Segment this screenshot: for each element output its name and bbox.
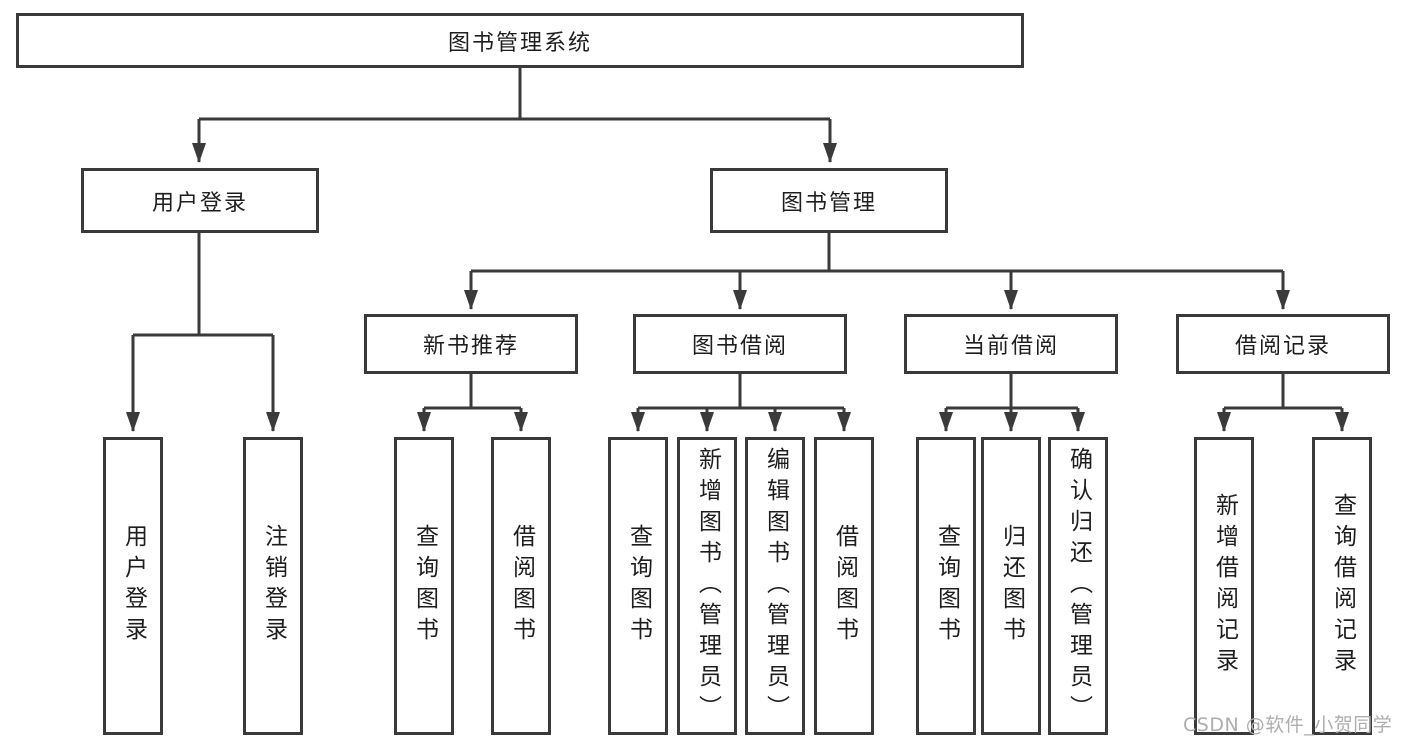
node-label: 图书借阅 — [691, 334, 788, 359]
node-label: 查询借阅记录 — [1329, 493, 1356, 679]
node-book-borrowing: 图书借阅 — [633, 314, 847, 374]
node-root-library-management-system: 图书管理系统 — [16, 13, 1024, 68]
leaf-borrow-books-borrowing: 借阅图书 — [814, 437, 874, 735]
node-label: 查询图书 — [933, 524, 960, 648]
node-book-management: 图书管理 — [710, 168, 948, 233]
node-label: 新增借阅记录 — [1211, 493, 1238, 679]
leaf-logout: 注销登录 — [243, 437, 303, 735]
leaf-add-borrow-record: 新增借阅记录 — [1194, 437, 1254, 735]
node-label: 借阅图书 — [831, 524, 858, 648]
node-label: 借阅图书 — [508, 524, 535, 648]
leaf-query-borrow-record: 查询借阅记录 — [1312, 437, 1372, 735]
node-label: 查询图书 — [625, 524, 652, 648]
node-label: 用户登录 — [120, 524, 147, 648]
node-current-borrowing: 当前借阅 — [904, 314, 1118, 374]
leaf-borrow-books-recommend: 借阅图书 — [491, 437, 551, 735]
node-new-book-recommendation: 新书推荐 — [364, 314, 578, 374]
csdn-watermark: CSDN @软件_小贺同学 — [1183, 714, 1393, 736]
node-label: 借阅记录 — [1234, 334, 1331, 359]
node-label: 当前借阅 — [962, 334, 1059, 359]
node-label: 用户登录 — [151, 190, 248, 216]
leaf-add-books-admin: 新增图书（管理员） — [677, 437, 737, 735]
node-label: 编辑图书（管理员） — [762, 446, 789, 726]
node-label: 新书推荐 — [422, 334, 519, 359]
node-borrowing-records: 借阅记录 — [1176, 314, 1390, 374]
node-label: 查询图书 — [411, 524, 438, 648]
leaf-query-books-recommend: 查询图书 — [394, 437, 454, 735]
leaf-query-books-borrowing: 查询图书 — [608, 437, 668, 735]
node-label: 确认归还（管理员） — [1065, 446, 1092, 726]
leaf-confirm-return-admin: 确认归还（管理员） — [1048, 437, 1108, 735]
leaf-return-books: 归还图书 — [981, 437, 1041, 735]
leaf-edit-books-admin: 编辑图书（管理员） — [745, 437, 805, 735]
leaf-user-login: 用户登录 — [103, 437, 163, 735]
node-user-login: 用户登录 — [81, 168, 319, 233]
node-label: 注销登录 — [260, 524, 287, 648]
leaf-query-books-current: 查询图书 — [916, 437, 976, 735]
node-label: 归还图书 — [998, 524, 1025, 648]
node-label: 图书管理 — [780, 190, 877, 216]
node-label: 图书管理系统 — [447, 30, 592, 56]
node-label: 新增图书（管理员） — [694, 446, 721, 726]
